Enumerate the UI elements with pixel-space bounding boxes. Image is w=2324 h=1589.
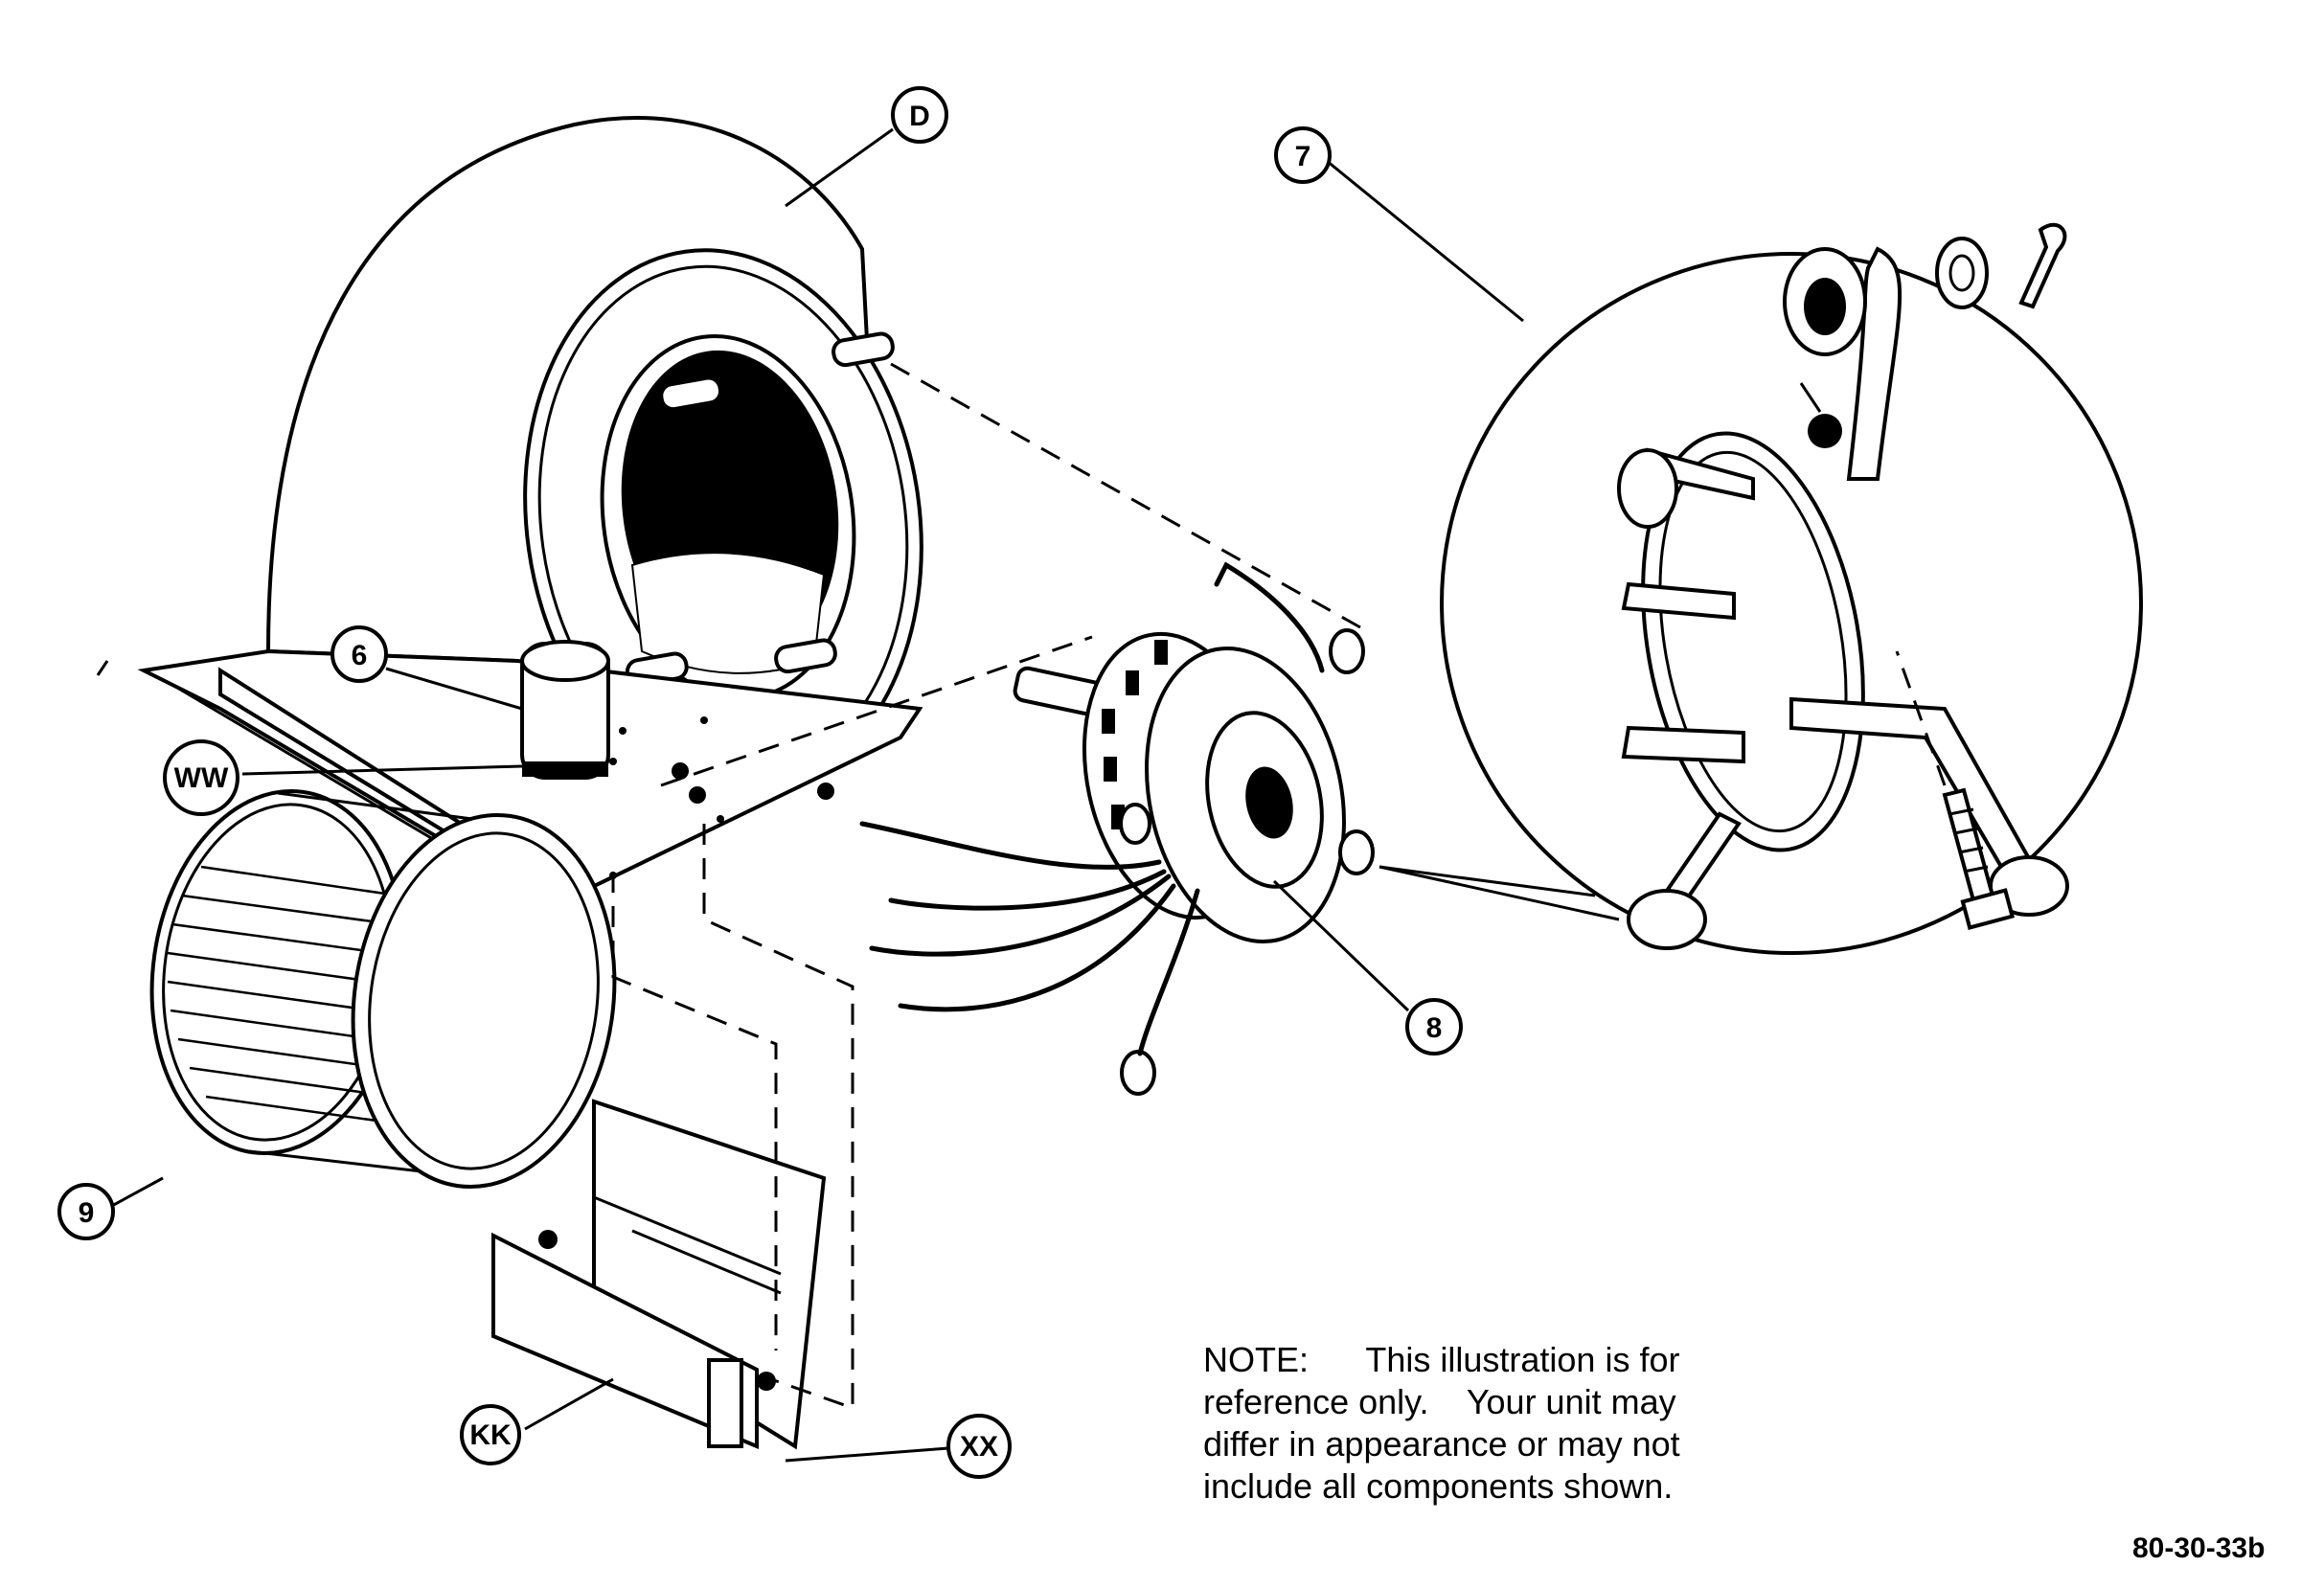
note-line-2: reference only. Your unit may (1203, 1382, 1676, 1421)
svg-text:6: 6 (352, 640, 368, 671)
svg-text:XX: XX (960, 1431, 998, 1463)
callout-XX: XX (946, 1414, 1012, 1479)
svg-text:WW: WW (174, 762, 229, 794)
svg-text:7: 7 (1295, 141, 1311, 172)
callout-8: 8 (1405, 998, 1463, 1056)
callout-9: 9 (57, 1183, 115, 1240)
figure-code: 80-30-33b (2132, 1532, 2266, 1564)
leader-lines (96, 127, 1620, 1463)
svg-text:8: 8 (1426, 1012, 1443, 1044)
assembly-guide-lines (611, 362, 1361, 1411)
motor-mount-detail (1440, 222, 2143, 955)
callout-7: 7 (1274, 126, 1332, 184)
svg-text:D: D (909, 101, 930, 132)
svg-text:KK: KK (469, 1419, 512, 1451)
blower-wheel (149, 788, 617, 1190)
svg-text:9: 9 (79, 1197, 95, 1229)
blower-housing (265, 115, 923, 796)
capacitor (520, 640, 610, 780)
cutoff-plate (491, 1099, 827, 1450)
note-line-3: differ in appearance or may not (1203, 1424, 1680, 1464)
callout-WW: WW (163, 739, 239, 816)
callout-D: D (891, 86, 948, 144)
note-line-4: include all components shown. (1203, 1466, 1674, 1506)
callout-6: 6 (330, 625, 388, 683)
note-line-1: NOTE: This illustration is for (1203, 1340, 1680, 1379)
callout-KK: KK (460, 1404, 521, 1465)
reference-note: NOTE: This illustration is for reference… (1203, 1339, 1797, 1508)
blower-motor (859, 561, 1375, 1096)
